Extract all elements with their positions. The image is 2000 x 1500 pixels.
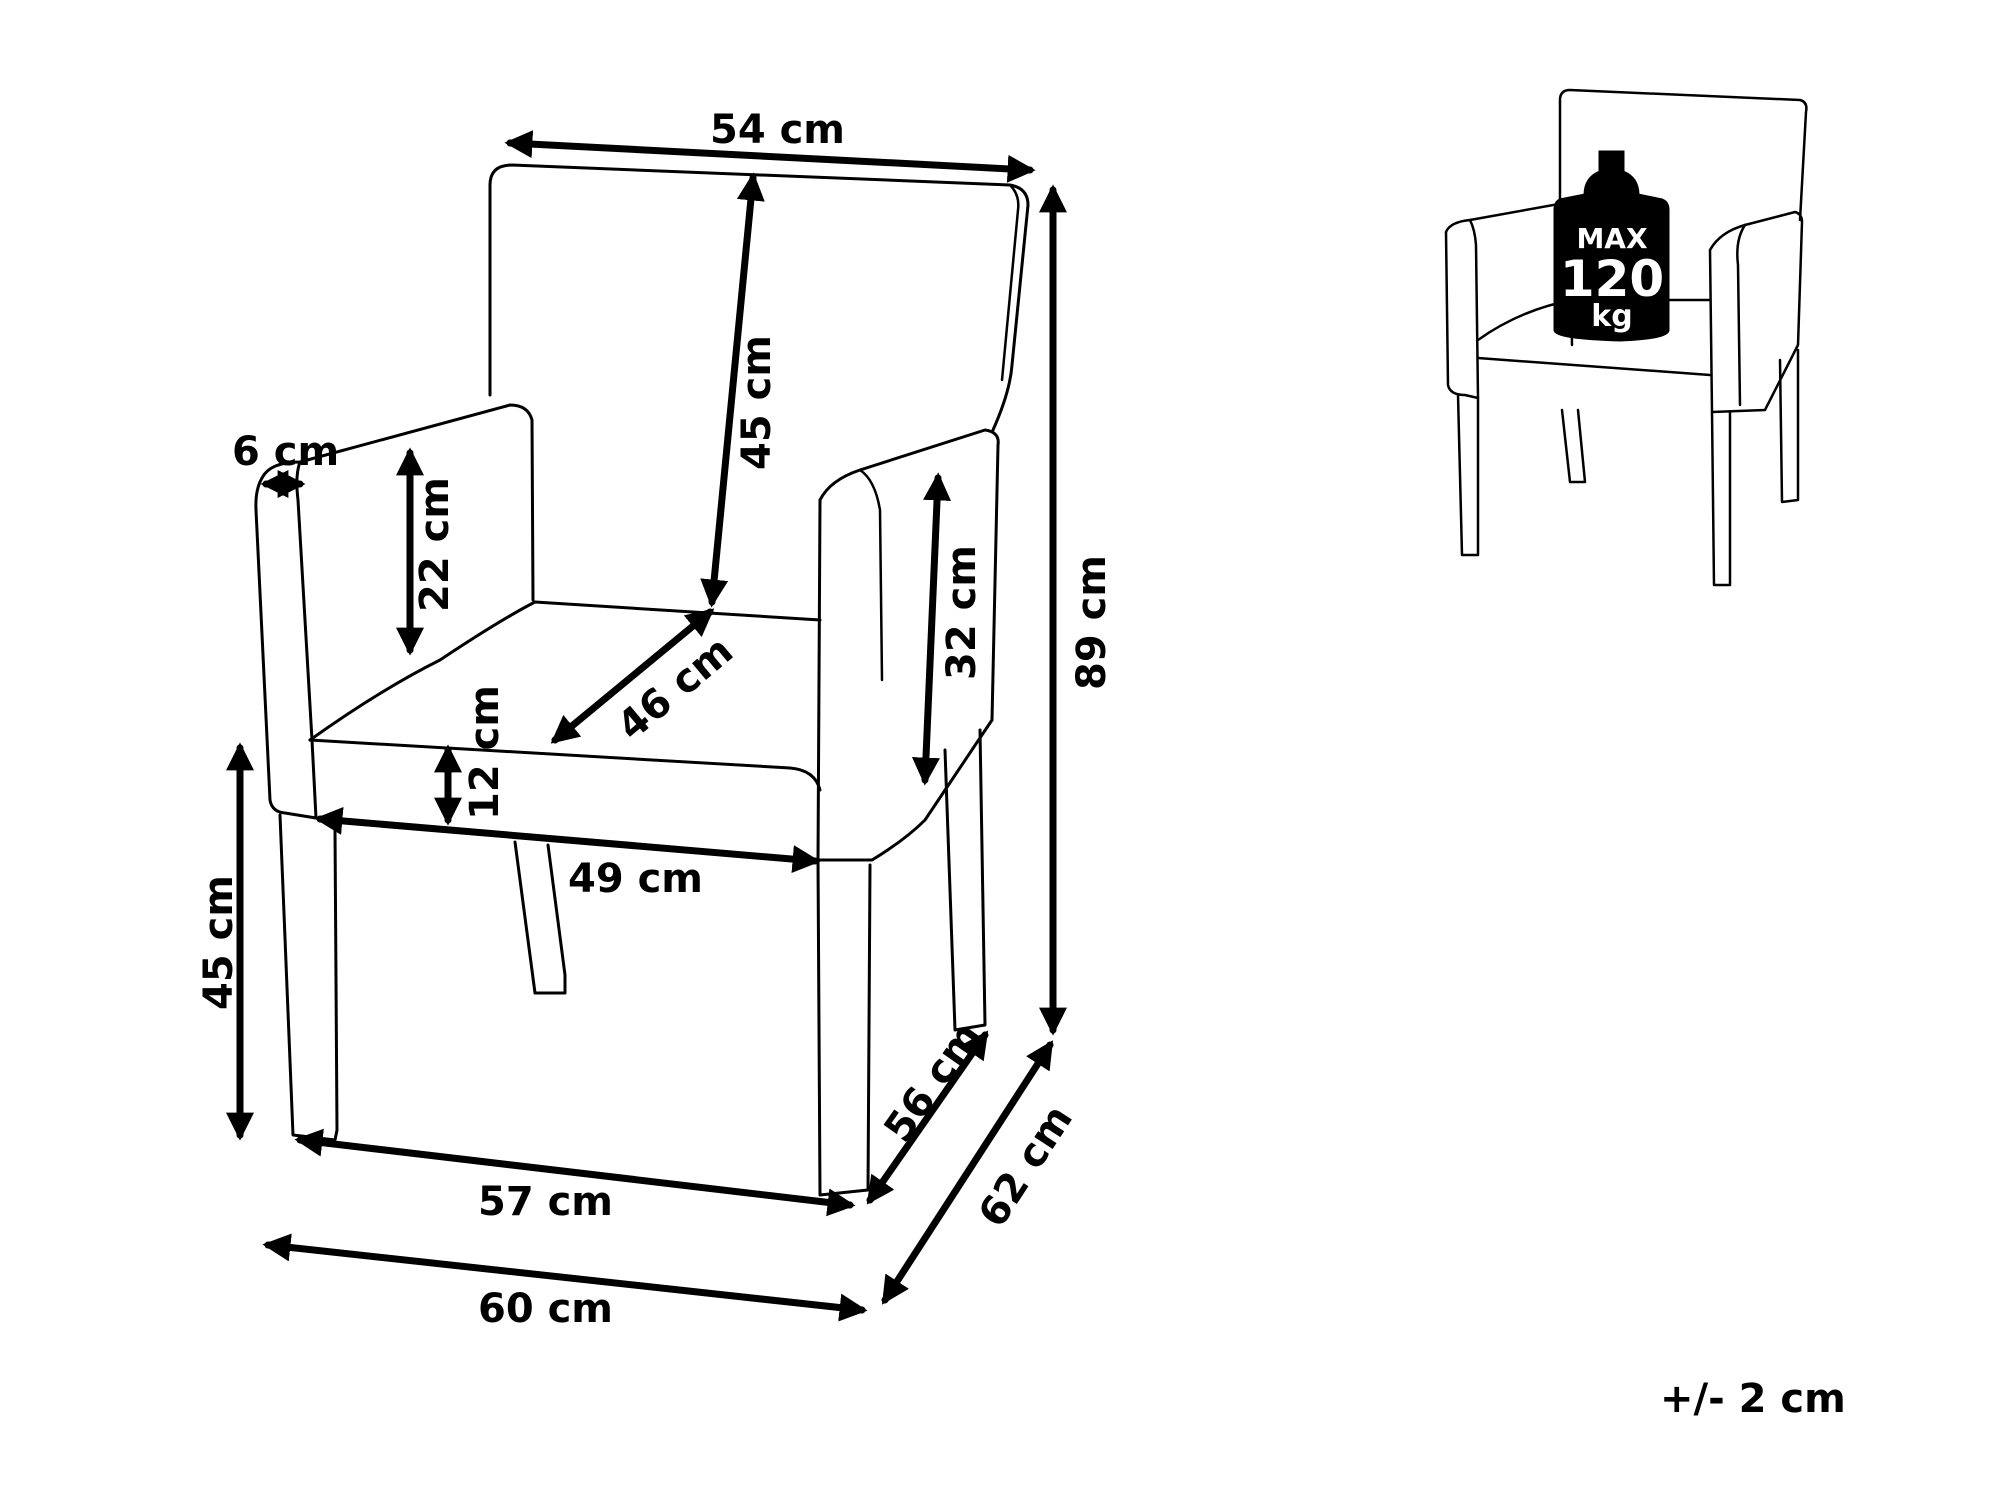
dimension-arrows bbox=[226, 130, 1067, 1322]
label-armrest-height-left: 22 cm bbox=[412, 477, 458, 612]
label-legs-depth: 56 cm bbox=[876, 1014, 991, 1151]
backrest-outline bbox=[488, 163, 1030, 432]
label-seat-width: 49 cm bbox=[568, 856, 703, 902]
small-backrest bbox=[1558, 88, 1808, 222]
arrow-total-width bbox=[262, 1233, 868, 1322]
arrow-backrest-height bbox=[700, 172, 765, 608]
label-width-top: 54 cm bbox=[710, 107, 845, 153]
backrest-side bbox=[1000, 183, 1020, 382]
label-total-width: 60 cm bbox=[478, 1286, 613, 1332]
right-armrest-inner bbox=[858, 468, 884, 682]
seat-top bbox=[308, 600, 822, 742]
label-seat-height: 45 cm bbox=[196, 875, 242, 1010]
seat-front-edge bbox=[308, 738, 822, 792]
arrow-seat-depth bbox=[550, 608, 715, 744]
small-left-armrest bbox=[1444, 200, 1574, 347]
label-seat-depth: 46 cm bbox=[609, 628, 742, 750]
back-left-leg bbox=[513, 840, 567, 995]
small-left-armrest-front bbox=[1444, 218, 1480, 400]
label-legs-width: 57 cm bbox=[478, 1179, 613, 1225]
label-total-depth: 62 cm bbox=[970, 1097, 1082, 1235]
arrow-seat-width bbox=[314, 806, 821, 874]
left-armrest-outline bbox=[260, 403, 535, 602]
small-chair-drawing bbox=[1444, 88, 1808, 587]
label-total-height: 89 cm bbox=[1069, 555, 1115, 690]
left-armrest-inner bbox=[295, 460, 318, 820]
arrow-armrest-height-right bbox=[911, 472, 952, 786]
badge-unit: kg bbox=[1591, 299, 1632, 334]
load-badge: MAX 120 kg bbox=[1553, 150, 1670, 342]
front-right-leg bbox=[816, 858, 872, 1197]
main-chair-drawing bbox=[254, 163, 1030, 1197]
label-armrest-height-right: 32 cm bbox=[939, 545, 985, 680]
small-back-right-leg bbox=[1778, 348, 1800, 504]
right-armrest-front bbox=[816, 498, 822, 862]
badge-weight: 120 bbox=[1560, 250, 1664, 308]
right-armrest-outline bbox=[818, 428, 1000, 722]
front-left-leg bbox=[278, 813, 339, 1142]
small-right-armrest-inner bbox=[1736, 223, 1747, 407]
small-back-left-leg bbox=[1560, 408, 1587, 484]
small-front-right-leg bbox=[1710, 410, 1732, 587]
dimension-labels: 54 cm 45 cm 6 cm 22 cm 32 cm 46 cm 12 cm… bbox=[196, 107, 1115, 1332]
tolerance-note: +/- 2 cm bbox=[1660, 1376, 1846, 1422]
label-seat-thickness: 12 cm bbox=[462, 685, 508, 820]
weight-bottle-icon bbox=[1553, 150, 1670, 342]
badge-max: MAX bbox=[1576, 222, 1648, 255]
back-right-leg bbox=[943, 728, 987, 1032]
right-armrest-bottom bbox=[816, 718, 994, 862]
label-armrest-width: 6 cm bbox=[232, 429, 339, 475]
label-backrest-height: 45 cm bbox=[734, 335, 780, 470]
arrow-legs-width bbox=[294, 1128, 856, 1217]
arrow-width-top bbox=[504, 130, 1036, 183]
arrow-total-depth bbox=[881, 1040, 1054, 1305]
left-armrest-front bbox=[254, 476, 318, 820]
small-right-armrest bbox=[1708, 210, 1804, 414]
small-front-left-leg bbox=[1456, 393, 1480, 557]
